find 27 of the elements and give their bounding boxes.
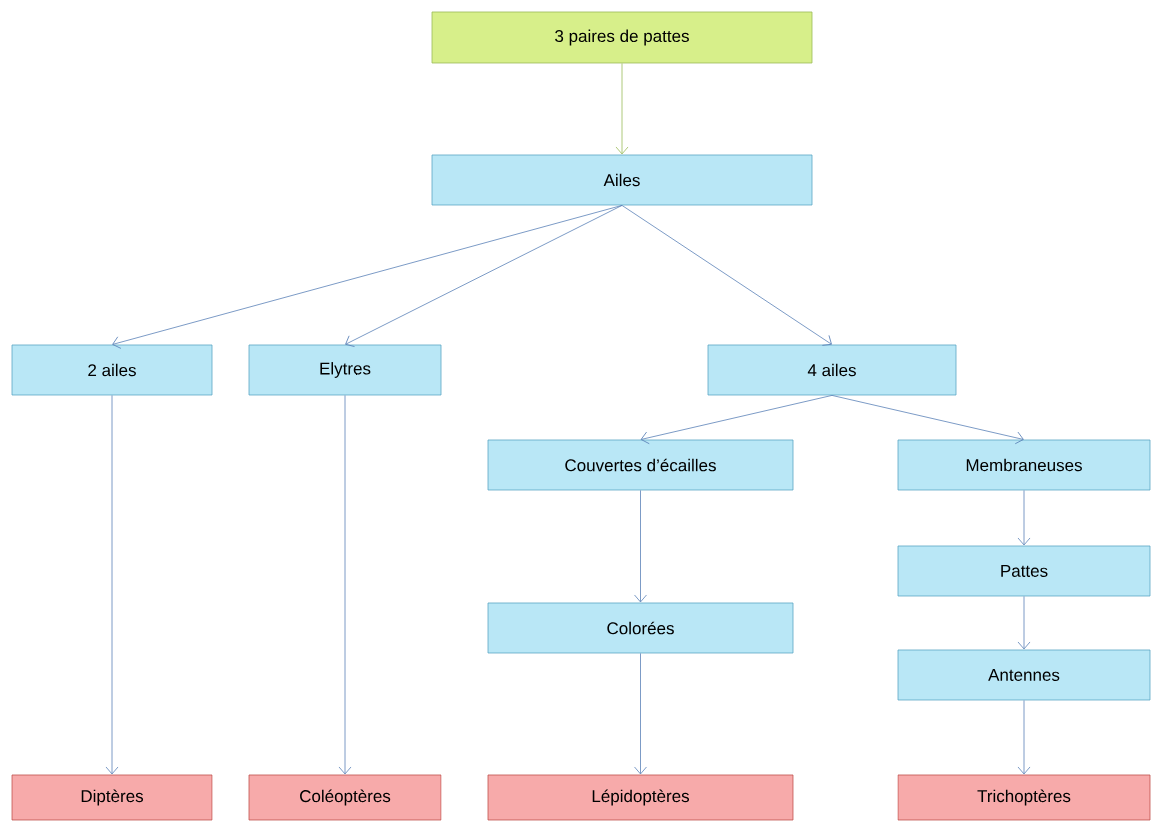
- taxon-box: Diptères: [11, 774, 213, 821]
- taxon-box: Colorées: [487, 602, 794, 654]
- taxon-box: Antennes: [897, 649, 1151, 701]
- taxon-box: Trichoptères: [897, 774, 1151, 821]
- arrow: [105, 395, 119, 775]
- taxon-box: Pattes: [897, 545, 1151, 597]
- taxon-box: Coléoptères: [248, 774, 442, 821]
- arrow: [634, 653, 647, 775]
- taxon-box: 4 ailes: [707, 344, 957, 396]
- arrow: [112, 205, 623, 349]
- arrow: [345, 205, 623, 347]
- arrow: [621, 205, 832, 346]
- taxon-box: Ailes: [431, 154, 813, 206]
- arrow: [1017, 596, 1031, 650]
- arrow: [338, 395, 352, 775]
- arrow: [831, 395, 1024, 445]
- arrow: [634, 490, 647, 603]
- taxon-box: Lépidoptères: [487, 774, 794, 821]
- arrow: [1017, 700, 1031, 775]
- taxon-box: Membraneuses: [897, 439, 1151, 491]
- arrow: [640, 395, 833, 445]
- taxon-box: Couvertes d’écailles: [487, 439, 794, 491]
- arrow: [615, 63, 629, 155]
- taxon-box: Elytres: [248, 344, 442, 396]
- arrow: [1017, 490, 1031, 546]
- taxon-box: 2 ailes: [11, 344, 213, 396]
- taxon-box: 3 paires de pattes: [431, 11, 813, 64]
